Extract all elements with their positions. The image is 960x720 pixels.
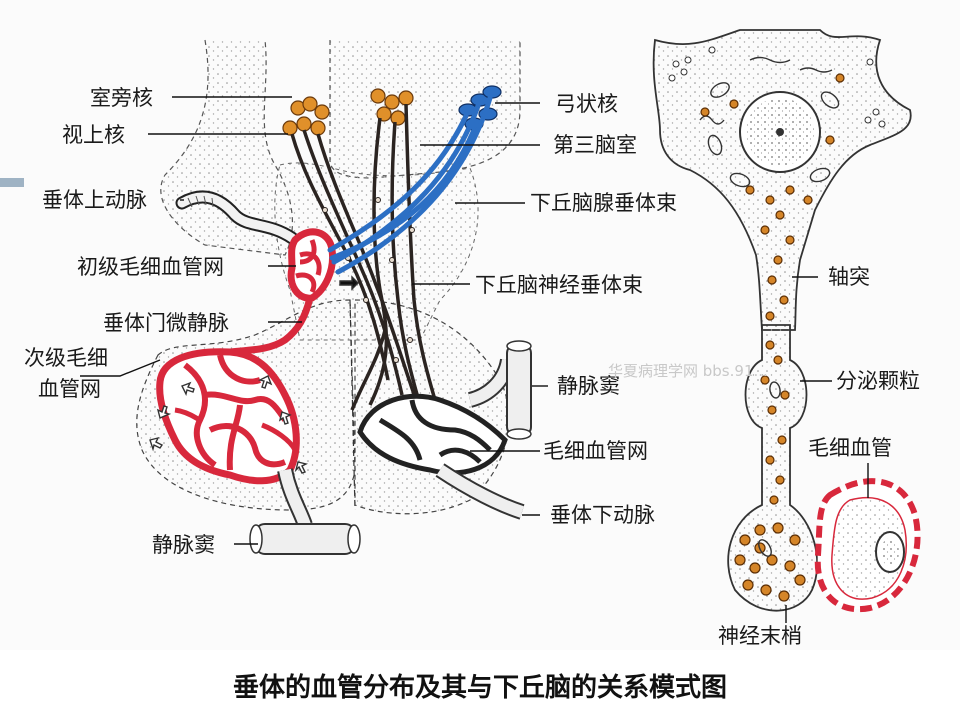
label-inferior-hypophyseal-artery: 垂体下动脉: [550, 503, 655, 527]
label-primary-capillary-plexus: 初级毛细血管网: [77, 255, 224, 279]
label-capillary-network: 毛细血管网: [543, 439, 648, 463]
axon-granules: [760, 340, 790, 505]
label-secondary-capillary-plexus-line2: 血管网: [38, 377, 101, 401]
figure-caption: 垂体的血管分布及其与下丘脑的关系模式图: [233, 672, 727, 703]
accent-bar: [0, 178, 24, 187]
leader-lines: [80, 96, 869, 623]
label-supraoptic-nucleus: 视上核: [62, 123, 125, 147]
tract-beads: [322, 197, 415, 363]
watermark-text: 华夏病理学网 bbs.91...: [608, 362, 768, 380]
primary-capillary-plexus: [287, 228, 337, 302]
labels: 室旁核 视上核 垂体上动脉 初级毛细血管网 垂体门微静脉 次级毛细 血管网 静脉…: [24, 86, 920, 648]
right-venous-sinus: [467, 340, 532, 440]
label-venous-sinus-right: 静脉窦: [557, 374, 620, 398]
label-tuberohypophyseal-tract: 下丘脑腺垂体束: [530, 191, 677, 215]
label-hypothalamo-neurohypophyseal-tract: 下丘脑神经垂体束: [475, 273, 643, 297]
paraventricular-nucleus: [282, 88, 414, 136]
tuberohypophyseal-tract: [327, 95, 493, 275]
label-paraventricular-nucleus: 室旁核: [90, 86, 153, 110]
label-secondary-capillary-plexus-line1: 次级毛细: [24, 346, 108, 370]
posterior-capillary-network: [357, 393, 508, 476]
label-superior-hypophyseal-artery: 垂体上动脉: [42, 188, 147, 212]
nucleus-cell-cluster-left: [282, 96, 330, 136]
label-venous-sinus-left: 静脉窦: [152, 533, 215, 557]
flow-arrows: [149, 275, 359, 474]
label-nerve-terminal: 神经末梢: [718, 624, 802, 648]
hypophyseal-portal-venule: [229, 297, 314, 356]
inferior-hypophyseal-artery: [435, 463, 525, 520]
neuron-cell-body: [652, 29, 912, 331]
label-secretory-granules: 分泌颗粒: [836, 369, 920, 393]
synaptic-vesicles: [668, 46, 886, 128]
hypothalamo-neurohypophyseal-tract: [290, 103, 440, 411]
cell-granules: [700, 73, 845, 321]
caption-strip: [0, 650, 960, 720]
superior-hypophyseal-artery: [175, 190, 299, 245]
left-venous-sinus: [249, 468, 361, 555]
label-axon: 轴突: [828, 265, 870, 289]
label-arcuate-nucleus: 弓状核: [555, 92, 618, 116]
label-capillary: 毛细血管: [808, 436, 892, 460]
capillary-cross-section: [814, 478, 921, 613]
label-third-ventricle: 第三脑室: [553, 133, 637, 157]
terminal-mitochondria: [758, 381, 781, 557]
neuron-organelles: [699, 56, 840, 188]
label-hypophyseal-portal-venules: 垂体门微静脉: [103, 311, 229, 335]
